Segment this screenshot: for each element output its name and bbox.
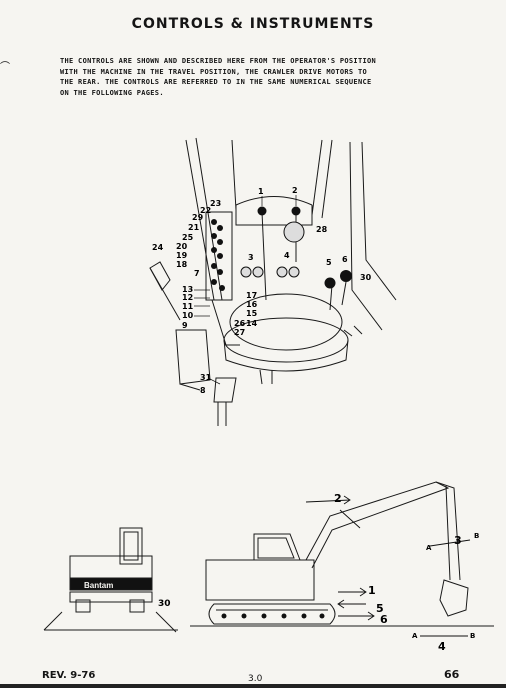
callout-label: 18 — [176, 260, 188, 269]
intro-line: WITH THE MACHINE IN THE TRAVEL POSITION,… — [60, 67, 367, 76]
callout-label: 6 — [342, 255, 348, 264]
callout-label: 14 — [246, 319, 258, 328]
callout-label: 26 — [234, 319, 246, 328]
callout-label: 3 — [454, 534, 462, 547]
callout-label: A — [426, 544, 432, 552]
callout-label: 30 — [158, 599, 171, 609]
callout-label: B — [470, 632, 475, 640]
callout-label: 4 — [284, 251, 290, 260]
callout-label: 13 — [182, 285, 193, 294]
callout-label: 17 — [246, 291, 257, 300]
intro-line: ON THE FOLLOWING PAGES. — [60, 88, 164, 97]
callout-label: 4 — [438, 640, 446, 653]
callout-label: 10 — [182, 311, 194, 320]
callout-label: 3 — [248, 253, 254, 262]
callout-label: 30 — [360, 273, 372, 282]
intro-line: THE REAR. THE CONTROLS ARE REFERRED TO I… — [60, 78, 372, 86]
brand-label: Bantam — [84, 581, 113, 590]
callout-label: 29 — [192, 213, 204, 222]
callout-label: 8 — [200, 386, 206, 395]
callout-label: 12 — [182, 293, 193, 302]
callout-label: 20 — [176, 242, 188, 251]
page-number: 66 — [444, 668, 460, 681]
callout-label: 24 — [152, 243, 164, 252]
callout-label: 1 — [368, 584, 376, 597]
callout-label: 19 — [176, 251, 188, 260]
callout-label: A — [412, 632, 418, 640]
callout-label: 2 — [334, 492, 342, 505]
section-number: 3.0 — [248, 674, 263, 684]
callout-label: 9 — [182, 321, 188, 330]
callout-label: 1 — [258, 187, 264, 196]
callout-label: 21 — [188, 223, 200, 232]
callout-label: 23 — [210, 199, 221, 208]
callout-label: 11 — [182, 302, 194, 311]
callout-label: 2 — [292, 186, 298, 195]
callout-label: 31 — [200, 373, 212, 382]
callout-label: 25 — [182, 233, 194, 242]
margin-mark: ⌒ — [0, 62, 10, 73]
callout-label: 22 — [200, 206, 211, 215]
callout-label: 5 — [326, 258, 332, 267]
bottom-border — [0, 684, 506, 688]
callout-label: 15 — [246, 309, 258, 318]
page-title: CONTROLS & INSTRUMENTS — [131, 16, 375, 32]
callout-label: 6 — [380, 613, 388, 626]
revision-label: REV. 9-76 — [42, 670, 96, 681]
callout-label: 28 — [316, 225, 328, 234]
callout-label: 16 — [246, 300, 258, 309]
callout-label: 5 — [376, 602, 384, 615]
intro-line: THE CONTROLS ARE SHOWN AND DESCRIBED HER… — [60, 57, 377, 65]
callout-label: B — [474, 532, 479, 540]
callout-label: 27 — [234, 328, 245, 337]
intro-paragraph: THE CONTROLS ARE SHOWN AND DESCRIBED HER… — [60, 56, 450, 98]
callout-label: 7 — [194, 269, 200, 278]
